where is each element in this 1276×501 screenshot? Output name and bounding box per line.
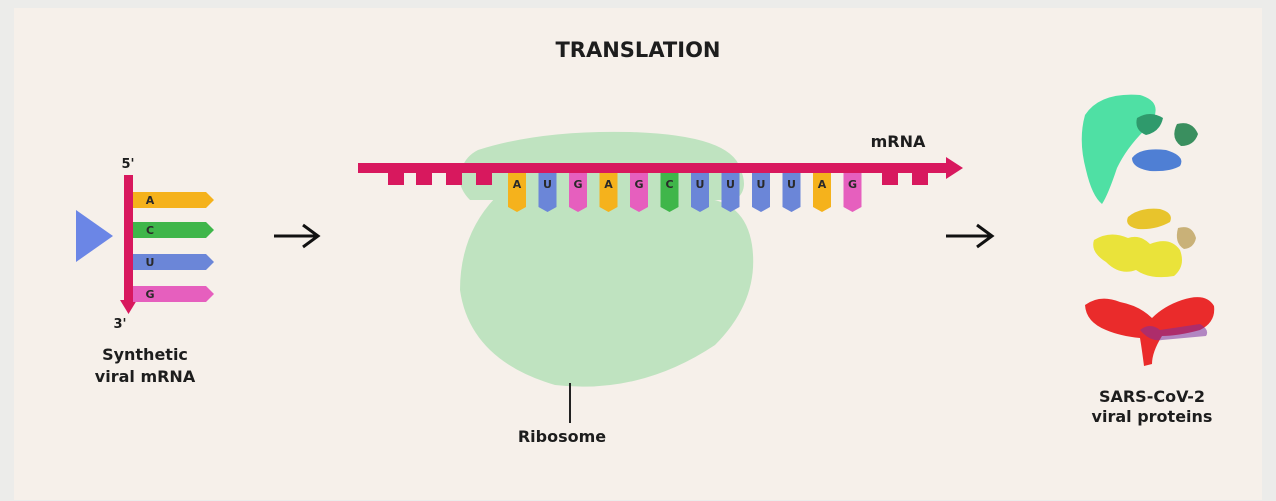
- mrna-label: mRNA: [871, 132, 926, 151]
- codon-letter: U: [757, 178, 766, 191]
- codon-letter: U: [726, 178, 735, 191]
- backbone-stub: [446, 173, 462, 185]
- synthetic-mrna-label-line2: viral mRNA: [95, 367, 196, 386]
- viral-proteins-label-line1: SARS-CoV-2: [1099, 387, 1205, 406]
- synthetic-mrna-label-line1: Synthetic: [102, 345, 188, 364]
- codon-letter: C: [665, 178, 673, 191]
- left-base-letter: G: [145, 288, 154, 301]
- codon-letter: U: [787, 178, 796, 191]
- codon-letter: A: [604, 178, 613, 191]
- backbone-stub: [912, 173, 928, 185]
- backbone-stub: [882, 173, 898, 185]
- left-base-letter: C: [146, 224, 154, 237]
- five-prime-label: 5': [121, 157, 134, 172]
- left-base-letter: U: [146, 256, 155, 269]
- backbone-stub: [416, 173, 432, 185]
- center-backbone: [358, 163, 948, 173]
- codon-letter: A: [513, 178, 522, 191]
- left-base-letter: A: [146, 194, 155, 207]
- left-backbone: [124, 175, 133, 305]
- codon-letter: G: [848, 178, 857, 191]
- codon-letter: U: [543, 178, 552, 191]
- codon-letter: A: [818, 178, 827, 191]
- three-prime-label: 3': [113, 317, 126, 332]
- diagram-title: TRANSLATION: [555, 38, 720, 62]
- codon-letter: U: [696, 178, 705, 191]
- ribosome-label: Ribosome: [518, 427, 606, 446]
- viral-proteins-label-line2: viral proteins: [1092, 407, 1213, 426]
- backbone-stub: [388, 173, 404, 185]
- codon-letter: G: [573, 178, 582, 191]
- backbone-stub: [476, 173, 492, 185]
- codon-letter: G: [634, 178, 643, 191]
